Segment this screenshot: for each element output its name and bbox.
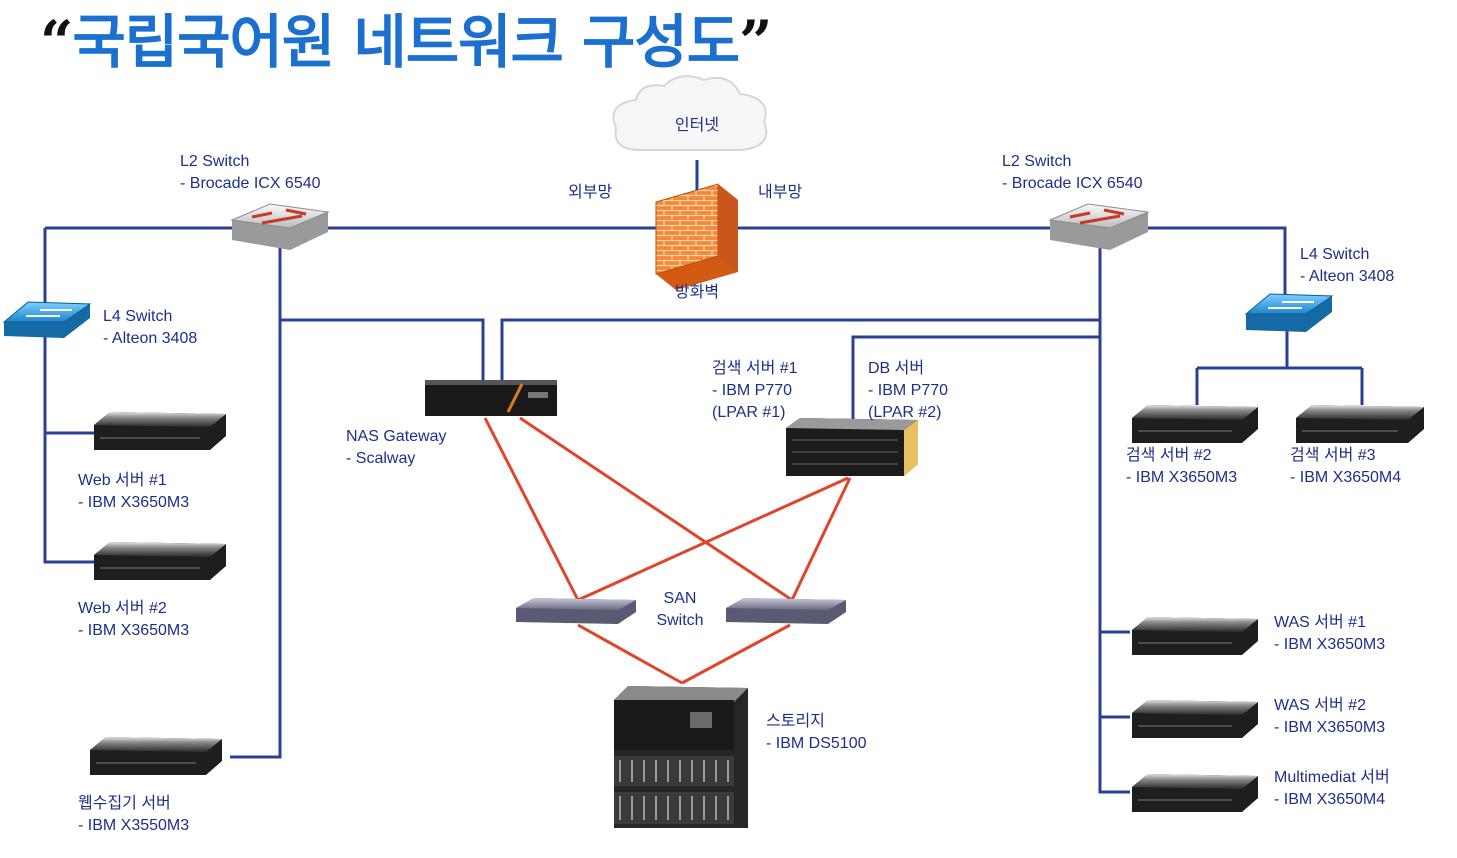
l4-right-label: L4 Switch - Alteon 3408	[1300, 244, 1394, 288]
l2-switch-icon	[230, 203, 330, 250]
san-line2: Switch	[656, 612, 704, 629]
cloud-icon	[612, 75, 768, 151]
was2-line1: WAS 서버 #2	[1274, 697, 1366, 714]
page-title: “국립국어원 네트워크 구성도”	[40, 6, 772, 78]
l4-switch-icon	[1244, 293, 1334, 332]
l4-right-line2: - Alteon 3408	[1300, 268, 1395, 285]
search2-line2: - IBM X3650M3	[1126, 469, 1238, 486]
db-line3: (LPAR #2)	[868, 404, 942, 421]
db-line2: - IBM P770	[868, 382, 949, 399]
firewall-icon	[655, 183, 738, 290]
was2-line2: - IBM X3650M3	[1274, 719, 1386, 736]
storage-array-icon	[614, 686, 748, 828]
search2-line1: 검색 서버 #2	[1126, 447, 1212, 464]
rack-server-icon	[94, 412, 226, 450]
firewall-label: 방화벽	[674, 284, 720, 301]
link-search-branch	[1195, 330, 1364, 405]
rack-server-icon	[90, 737, 222, 775]
l4-left-label: L4 Switch - Alteon 3408	[103, 306, 197, 350]
l4-right-line1: L4 Switch	[1300, 246, 1370, 263]
san-line1: SAN	[663, 590, 697, 607]
multimedia-line1: Multimediat 서버	[1274, 769, 1390, 786]
db-line1: DB 서버	[868, 360, 925, 377]
rack-server-icon	[1132, 774, 1258, 812]
link-nas-right	[500, 318, 1100, 382]
was1-line1: WAS 서버 #1	[1274, 614, 1366, 631]
collector-line1: 웹수집기 서버	[78, 795, 171, 812]
l2-right-label: L2 Switch - Brocade ICX 6540	[1002, 151, 1143, 195]
search3-line1: 검색 서버 #3	[1290, 447, 1376, 464]
web1-line1: Web 서버 #1	[78, 472, 167, 489]
network-links	[43, 160, 1364, 794]
db-label: DB 서버 - IBM P770 (LPAR #2)	[868, 358, 948, 424]
rack-server-icon	[1296, 405, 1424, 443]
nas-line2: - Scalway	[346, 450, 416, 467]
internet-label: 인터넷	[674, 117, 720, 134]
san-link	[681, 623, 791, 685]
was1-label: WAS 서버 #1 - IBM X3650M3	[1274, 612, 1385, 656]
search1-label: 검색 서버 #1 - IBM P770 (LPAR #1)	[712, 358, 798, 424]
san-links	[483, 416, 852, 685]
web1-label: Web 서버 #1 - IBM X3650M3	[78, 470, 189, 514]
l2-right-line2: - Brocade ICX 6540	[1002, 175, 1143, 192]
rack-server-icon	[94, 542, 226, 580]
web1-line2: - IBM X3650M3	[78, 494, 190, 511]
outside-network-label: 외부망	[568, 184, 613, 201]
collector-label: 웹수집기 서버 - IBM X3550M3	[78, 793, 189, 837]
san-link	[577, 623, 683, 685]
san-label: SAN Switch	[630, 588, 730, 632]
web2-line1: Web 서버 #2	[78, 600, 167, 617]
rack-server-icon	[1132, 405, 1258, 443]
was2-label: WAS 서버 #2 - IBM X3650M3	[1274, 695, 1385, 739]
link-l2right-trunk	[1098, 228, 1130, 794]
search1-line3: (LPAR #1)	[712, 404, 786, 421]
nas-gateway-icon	[425, 380, 557, 416]
collector-line2: - IBM X3550M3	[78, 817, 190, 834]
multimedia-label: Multimediat 서버 - IBM X3650M4	[1274, 767, 1390, 811]
web2-line2: - IBM X3650M3	[78, 622, 190, 639]
rack-server-icon	[1132, 700, 1258, 738]
search2-label: 검색 서버 #2 - IBM X3650M3	[1126, 445, 1237, 489]
l4-switch-icon	[2, 301, 92, 338]
san-link	[483, 417, 580, 601]
link-l2left-collector	[230, 228, 282, 759]
nas-line1: NAS Gateway	[346, 428, 447, 445]
inside-network-label: 내부망	[758, 184, 803, 201]
l4-left-line1: L4 Switch	[103, 308, 173, 325]
was1-line2: - IBM X3650M3	[1274, 636, 1386, 653]
san-switch-icon	[726, 598, 846, 624]
title-open-quote: “	[40, 8, 73, 76]
search3-line2: - IBM X3650M4	[1290, 469, 1402, 486]
title-close-quote: ”	[739, 8, 772, 76]
multimedia-line2: - IBM X3650M4	[1274, 791, 1386, 808]
san-switch-icon	[516, 598, 636, 624]
link-backbone	[45, 226, 1287, 300]
l2-left-line1: L2 Switch	[180, 153, 250, 170]
link-db	[851, 335, 1100, 420]
nas-label: NAS Gateway - Scalway	[346, 426, 446, 470]
link-l2left-nas	[280, 318, 485, 382]
san-link	[519, 416, 793, 602]
l2-switch-icon	[1048, 203, 1150, 250]
l2-left-line2: - Brocade ICX 6540	[180, 175, 321, 192]
storage-line2: - IBM DS5100	[766, 735, 867, 752]
rack-server-icon	[1132, 617, 1258, 655]
web2-label: Web 서버 #2 - IBM X3650M3	[78, 598, 189, 642]
storage-label: 스토리지 - IBM DS5100	[766, 711, 866, 755]
storage-line1: 스토리지	[766, 713, 825, 730]
san-link	[790, 477, 852, 601]
l2-right-line1: L2 Switch	[1002, 153, 1072, 170]
link-left-trunk	[43, 228, 95, 564]
search1-line1: 검색 서버 #1	[712, 360, 798, 377]
title-text: 국립국어원 네트워크 구성도	[72, 8, 740, 76]
san-link	[577, 476, 849, 602]
search3-label: 검색 서버 #3 - IBM X3650M4	[1290, 445, 1401, 489]
ibm-p770-server-icon	[786, 418, 918, 476]
search1-line2: - IBM P770	[712, 382, 793, 399]
l4-left-line2: - Alteon 3408	[103, 330, 198, 347]
l2-left-label: L2 Switch - Brocade ICX 6540	[180, 151, 321, 195]
